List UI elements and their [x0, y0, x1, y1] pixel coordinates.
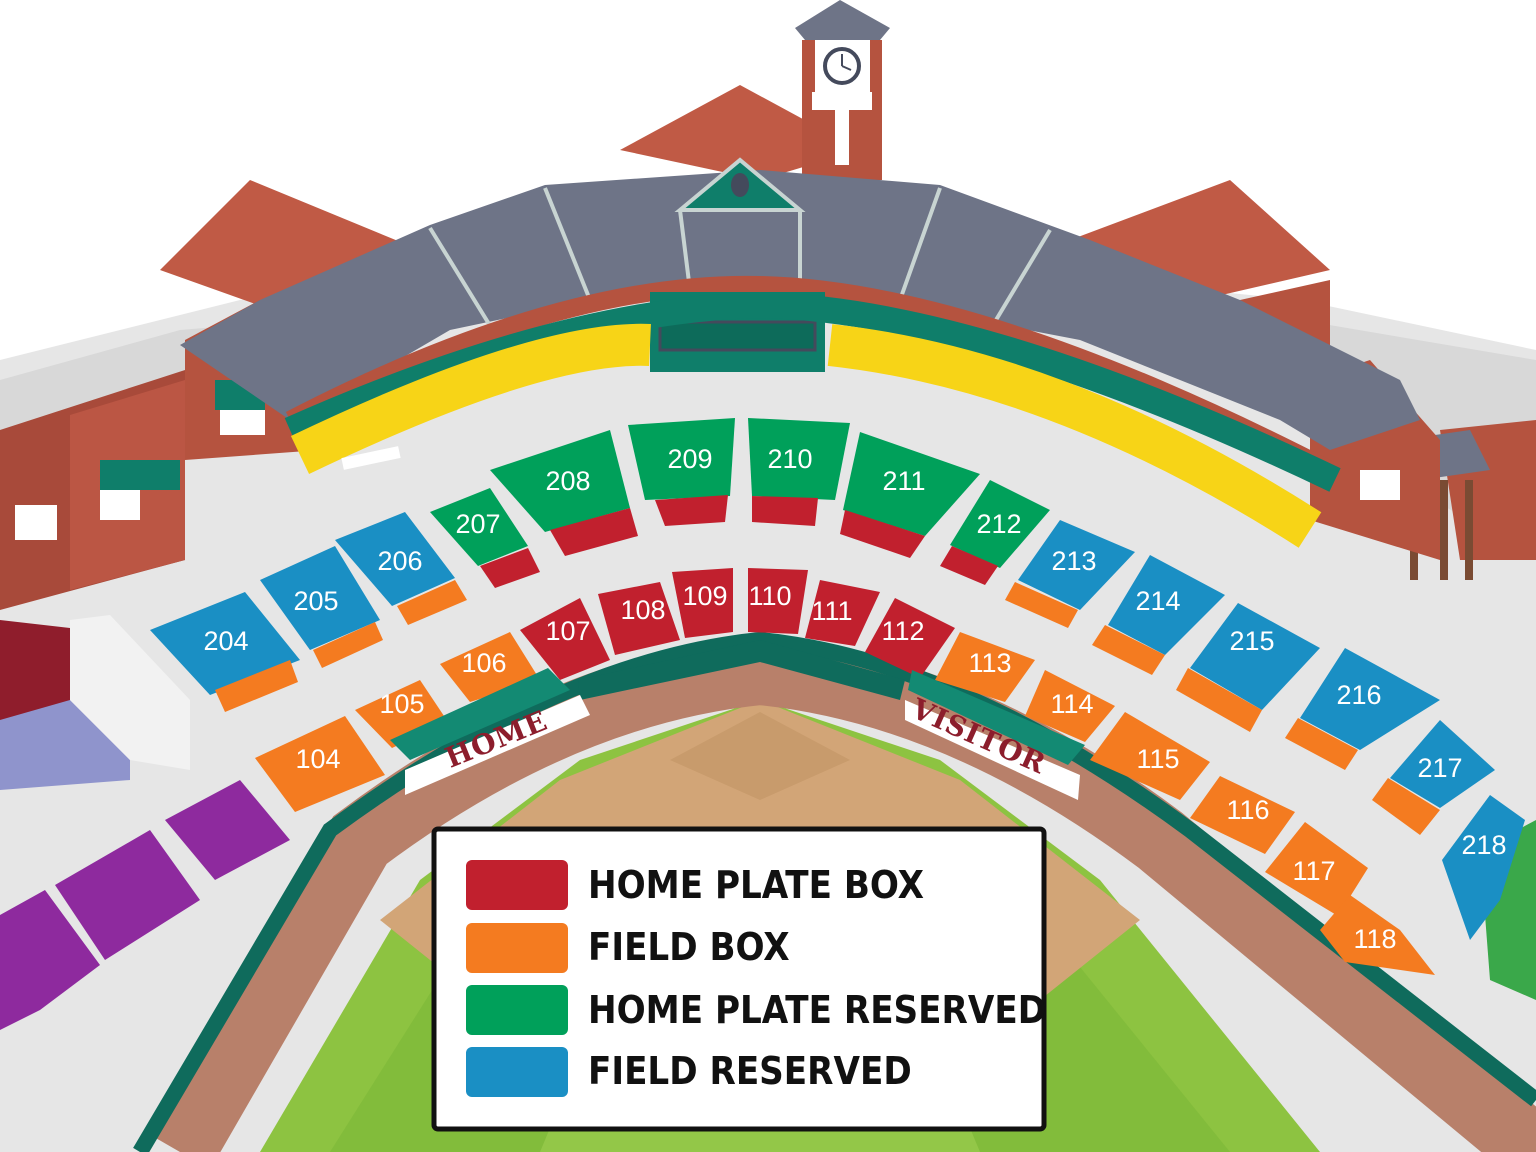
section-204-label[interactable]: 204 — [203, 626, 248, 656]
section-213-label[interactable]: 213 — [1051, 546, 1096, 576]
section-112-shape[interactable] — [865, 598, 955, 678]
section-109-label[interactable]: 109 — [682, 581, 727, 611]
section-111-label[interactable]: 111 — [811, 596, 852, 626]
section-207-shape[interactable] — [430, 488, 528, 566]
section-118-label[interactable]: 118 — [1353, 924, 1396, 954]
section-117-label[interactable]: 117 — [1292, 856, 1335, 886]
legend-label: FIELD RESERVED — [588, 1049, 912, 1093]
section-214-shape[interactable] — [1108, 555, 1225, 655]
section-211-label[interactable]: 211 — [882, 466, 925, 496]
section-218-shape[interactable] — [1442, 795, 1525, 940]
legend-label: HOME PLATE BOX — [588, 863, 924, 907]
section-106-label[interactable]: 106 — [461, 648, 506, 678]
section-216-label[interactable]: 216 — [1336, 680, 1381, 710]
section-110-label[interactable]: 110 — [748, 581, 791, 611]
clock-tower — [795, 0, 890, 180]
section-211-shape[interactable] — [843, 432, 980, 536]
section-205-shape[interactable] — [260, 546, 380, 650]
legend-swatch — [466, 860, 568, 910]
section-118-shape[interactable] — [1320, 895, 1435, 975]
section-208-label[interactable]: 208 — [545, 466, 590, 496]
section-109-shape[interactable] — [672, 568, 733, 638]
grandstand-building — [160, 0, 1440, 560]
section-115-shape[interactable] — [1090, 712, 1210, 800]
upper-level-sections — [150, 418, 1525, 940]
section-218-label[interactable]: 218 — [1461, 830, 1506, 860]
legend-label: HOME PLATE RESERVED — [588, 988, 1046, 1032]
section-209-shape[interactable] — [628, 418, 735, 500]
section-104-shape[interactable] — [255, 716, 385, 812]
legend-swatch — [466, 923, 568, 973]
legend-item-field-box: FIELD BOX — [466, 923, 790, 973]
section-110-shape[interactable] — [748, 568, 808, 634]
section-111-shape[interactable] — [805, 580, 880, 646]
section-113-shape[interactable] — [935, 632, 1035, 702]
section-214-label[interactable]: 214 — [1135, 586, 1180, 616]
outfield-purple-sections — [0, 780, 290, 1030]
section-108-label[interactable]: 108 — [620, 595, 665, 625]
lower-level-sections — [255, 568, 1435, 975]
section-212-shape[interactable] — [950, 480, 1050, 568]
section-114-label[interactable]: 114 — [1050, 689, 1093, 719]
section-114-shape[interactable] — [1025, 670, 1115, 742]
legend-swatch — [466, 985, 568, 1035]
section-206-label[interactable]: 206 — [377, 546, 422, 576]
legend-box — [431, 826, 1047, 1132]
section-217-shape[interactable] — [1390, 720, 1495, 808]
section-212-label[interactable]: 212 — [976, 509, 1021, 539]
section-208-shape[interactable] — [490, 430, 630, 532]
section-116-label[interactable]: 116 — [1226, 795, 1269, 825]
section-206-shape[interactable] — [335, 512, 455, 606]
section-215-label[interactable]: 215 — [1229, 626, 1274, 656]
section-107-label[interactable]: 107 — [545, 616, 590, 646]
section-215-shape[interactable] — [1190, 603, 1320, 710]
section-108-shape[interactable] — [598, 582, 680, 655]
section-105-label[interactable]: 105 — [379, 689, 424, 719]
section-210-shape[interactable] — [748, 418, 850, 500]
section-112-label[interactable]: 112 — [881, 616, 924, 646]
section-209-label[interactable]: 209 — [667, 444, 712, 474]
section-117-shape[interactable] — [1265, 822, 1368, 916]
section-205-label[interactable]: 205 — [293, 586, 338, 616]
section-107-shape[interactable] — [520, 598, 610, 680]
section-207-label[interactable]: 207 — [455, 509, 500, 539]
legend-item-home-plate-box: HOME PLATE BOX — [466, 860, 924, 910]
left-building — [0, 370, 190, 790]
section-116-shape[interactable] — [1190, 776, 1295, 854]
section-217-label[interactable]: 217 — [1417, 753, 1462, 783]
legend: HOME PLATE BOX FIELD BOX HOME PLATE RESE… — [431, 826, 1047, 1132]
dugouts — [390, 640, 1085, 800]
legend-swatch — [466, 1047, 568, 1097]
section-216-shape[interactable] — [1300, 648, 1440, 750]
section-113-label[interactable]: 113 — [968, 648, 1011, 678]
section-115-label[interactable]: 115 — [1136, 744, 1179, 774]
section-labels: 104 105 106 107 108 109 110 111 112 113 114 115 116 1… — [203, 444, 1506, 954]
section-204-shape[interactable] — [150, 592, 300, 695]
legend-item-home-plate-reserved: HOME PLATE RESERVED — [466, 985, 1046, 1035]
section-104-label[interactable]: 104 — [295, 744, 340, 774]
legend-label: FIELD BOX — [588, 925, 790, 969]
section-210-label[interactable]: 210 — [767, 444, 812, 474]
legend-item-field-reserved: FIELD RESERVED — [466, 1047, 912, 1097]
section-213-shape[interactable] — [1018, 520, 1135, 610]
